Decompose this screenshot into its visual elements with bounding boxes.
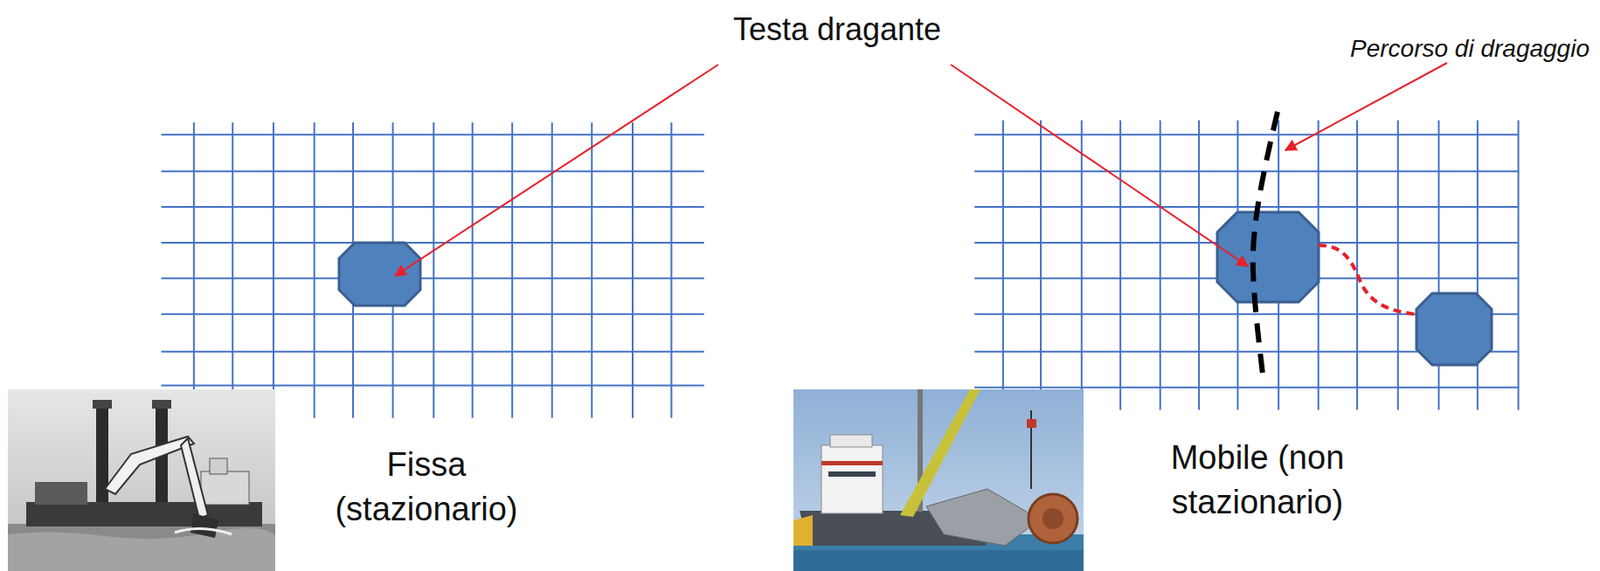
grid-line: [1119, 120, 1122, 411]
grid-line: [1002, 120, 1005, 411]
movement-path: [1318, 245, 1417, 315]
leader-line: [1285, 62, 1448, 151]
callout-label: Testa dragante: [733, 10, 942, 49]
dredge-head: [1217, 212, 1319, 303]
grid-line: [161, 351, 705, 354]
grid-line: [471, 122, 474, 419]
grid-line: [432, 122, 435, 419]
caption-label: Fissa (stazionario): [317, 443, 536, 534]
photo-stationary-dredger: [7, 389, 276, 571]
dredge-head: [339, 242, 421, 306]
grid-line: [1356, 120, 1358, 411]
grid-line: [161, 277, 705, 280]
grid: [161, 120, 1519, 419]
dredge-head: [1416, 293, 1492, 366]
grid-line: [974, 206, 1518, 208]
grid-line: [1476, 120, 1479, 411]
grid-line: [161, 133, 705, 136]
caption-label: Mobile (non stazionario): [1113, 436, 1402, 527]
grid-line: [231, 122, 234, 419]
grid-line: [1198, 120, 1200, 411]
grid-line: [974, 387, 1518, 389]
grid-line: [161, 206, 705, 208]
grid-line: [974, 170, 1518, 173]
grid-line: [1437, 120, 1440, 411]
grid-line: [193, 122, 195, 419]
dredging-route: [1253, 111, 1278, 383]
grid-line: [631, 122, 634, 419]
grid-line: [590, 122, 593, 419]
grid-line: [161, 242, 705, 244]
route-label: Percorso di dragaggio: [1350, 34, 1590, 64]
grid-line: [1397, 120, 1400, 411]
grid-line: [161, 313, 705, 316]
grid-line: [1517, 120, 1520, 411]
grid-line: [161, 384, 705, 387]
leader-line: [950, 64, 1248, 267]
grid-line: [272, 122, 275, 419]
leader-line: [394, 64, 719, 277]
photo-mobile-dredger: [793, 389, 1084, 571]
grid-line: [313, 122, 316, 419]
grid-line: [1159, 120, 1162, 411]
grid-line: [511, 122, 513, 419]
grid-line: [1039, 120, 1042, 411]
grid-line: [161, 170, 705, 173]
grid-line: [551, 122, 554, 419]
grid-line: [670, 122, 672, 419]
grid-line: [1080, 120, 1083, 411]
